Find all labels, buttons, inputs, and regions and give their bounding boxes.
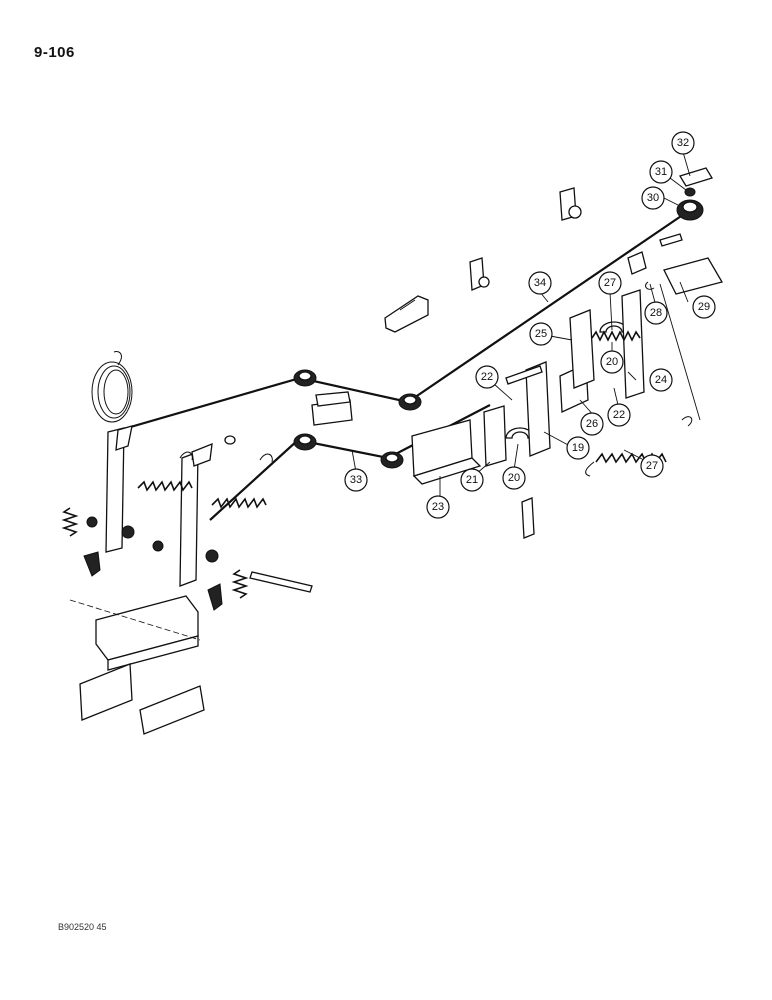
callout-24: 24 bbox=[649, 368, 673, 392]
callout-30: 30 bbox=[641, 186, 665, 210]
pulley-30 bbox=[676, 199, 704, 221]
callout-31: 31 bbox=[649, 160, 673, 184]
latch-left bbox=[83, 551, 101, 577]
reference-code: B902520 45 bbox=[58, 922, 107, 932]
callout-label: 27 bbox=[646, 460, 658, 472]
spring-vertical-left bbox=[61, 507, 79, 537]
cable-coil bbox=[91, 351, 133, 423]
cable-upper bbox=[119, 209, 691, 432]
callout-26: 26 bbox=[580, 412, 604, 436]
pedal-lever-left bbox=[105, 425, 133, 553]
callout-20-lower: 20 bbox=[502, 466, 526, 490]
callout-32: 32 bbox=[671, 131, 695, 155]
latch-mid bbox=[207, 583, 223, 611]
callout-label: 28 bbox=[650, 307, 662, 319]
callout-22-right: 22 bbox=[607, 403, 631, 427]
bushings bbox=[86, 435, 236, 563]
callout-label: 32 bbox=[677, 137, 689, 149]
support-bracket-right bbox=[139, 685, 205, 735]
callout-33: 33 bbox=[344, 468, 368, 492]
cable-clip-right bbox=[559, 187, 582, 221]
threaded-rod bbox=[659, 233, 683, 247]
callout-label: 22 bbox=[481, 371, 493, 383]
bracket-23 bbox=[411, 419, 482, 485]
plate-29 bbox=[663, 257, 723, 295]
callout-label: 34 bbox=[534, 277, 546, 289]
callout-label: 33 bbox=[350, 474, 362, 486]
lever-plate-21 bbox=[483, 405, 507, 467]
pulley-bracket bbox=[311, 391, 353, 426]
callout-label: 19 bbox=[572, 442, 584, 454]
callout-label: 20 bbox=[606, 356, 618, 368]
plate-24 bbox=[621, 289, 645, 399]
support-bracket-left bbox=[79, 663, 133, 721]
cam-rod bbox=[505, 365, 543, 385]
callout-27-upper: 27 bbox=[598, 271, 622, 295]
callout-label: 30 bbox=[647, 192, 659, 204]
link-plate bbox=[521, 497, 535, 539]
nut-31 bbox=[684, 187, 696, 197]
pulley-lower-left bbox=[293, 433, 317, 451]
bracket-32 bbox=[679, 167, 713, 187]
callout-label: 23 bbox=[432, 501, 444, 513]
pin-rod bbox=[249, 571, 313, 593]
spring-hook-a bbox=[179, 451, 273, 463]
callout-label: 22 bbox=[613, 409, 625, 421]
callout-20-upper: 20 bbox=[600, 350, 624, 374]
callout-label: 24 bbox=[655, 374, 667, 386]
callout-label: 20 bbox=[508, 472, 520, 484]
clip-28 bbox=[627, 251, 655, 290]
callout-label: 26 bbox=[586, 418, 598, 430]
callout-28: 28 bbox=[644, 301, 668, 325]
pulley-upper-mid bbox=[398, 393, 422, 411]
callout-27-lower: 27 bbox=[640, 454, 664, 478]
callout-22-left: 22 bbox=[475, 365, 499, 389]
callout-34: 34 bbox=[528, 271, 552, 295]
pulley-lower-mid bbox=[380, 451, 404, 469]
callout-29: 29 bbox=[692, 295, 716, 319]
callout-label: 25 bbox=[535, 328, 547, 340]
callout-label: 29 bbox=[698, 301, 710, 313]
callout-label: 31 bbox=[655, 166, 667, 178]
spring-left-1 bbox=[137, 480, 193, 492]
cable-clip-mid bbox=[469, 257, 490, 291]
pedal-lever-right bbox=[179, 442, 213, 587]
pulley-upper-left bbox=[293, 369, 317, 387]
spring-left-2 bbox=[211, 497, 267, 509]
callout-19: 19 bbox=[566, 436, 590, 460]
lever-25 bbox=[569, 309, 595, 389]
cable-clip-left bbox=[384, 295, 429, 333]
callout-23: 23 bbox=[426, 495, 450, 519]
callout-25: 25 bbox=[529, 322, 553, 346]
spring-vertical-mid bbox=[231, 569, 249, 599]
callout-21: 21 bbox=[460, 468, 484, 492]
callout-label: 27 bbox=[604, 277, 616, 289]
callout-label: 21 bbox=[466, 474, 478, 486]
page-number: 9-106 bbox=[34, 44, 75, 61]
spring-27-upper bbox=[591, 330, 641, 342]
pedal-mount-base bbox=[69, 595, 201, 671]
